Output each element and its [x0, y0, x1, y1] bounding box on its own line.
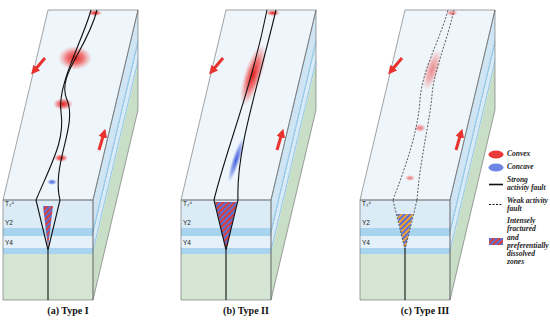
type-iii-block [360, 10, 495, 300]
panel-caption: (a) Type I [47, 306, 88, 316]
horizon-label: T₇⁴ [5, 201, 14, 208]
horizon-label: T₇⁴ [183, 201, 192, 208]
legend-row: Weak activity fault [488, 197, 550, 214]
horizon-label: Y4 [362, 240, 370, 247]
legend-text: Convex [507, 150, 548, 158]
legend-text: Strong activity fault [507, 176, 548, 193]
panel-caption: (b) Type II [223, 306, 269, 316]
legend-row: Intensely fractured and preferentially d… [488, 217, 550, 267]
legend: ConvexConcaveStrong activity faultWeak a… [488, 150, 550, 267]
type-i-block [3, 10, 138, 300]
legend-row: Concave [488, 163, 550, 172]
panel-caption: (c) Type III [401, 306, 450, 316]
color-swatch [488, 163, 504, 172]
legend-text: Concave [507, 163, 548, 171]
horizon-label: Y2 [362, 220, 370, 227]
horizon-label: T₇⁴ [362, 201, 371, 208]
line-swatch [488, 200, 504, 209]
legend-text: Weak activity fault [507, 197, 548, 214]
legend-row: Strong activity fault [488, 176, 550, 193]
legend-row: Convex [488, 150, 550, 159]
color-swatch [488, 150, 504, 159]
horizon-label: Y4 [5, 240, 13, 247]
hatch-swatch [488, 237, 504, 246]
type-ii-block [181, 10, 316, 300]
horizon-label: Y2 [5, 220, 13, 227]
horizon-label: Y2 [183, 220, 191, 227]
line-swatch [488, 180, 504, 189]
horizon-label: Y4 [183, 240, 191, 247]
legend-text: Intensely fractured and preferentially d… [507, 217, 548, 267]
